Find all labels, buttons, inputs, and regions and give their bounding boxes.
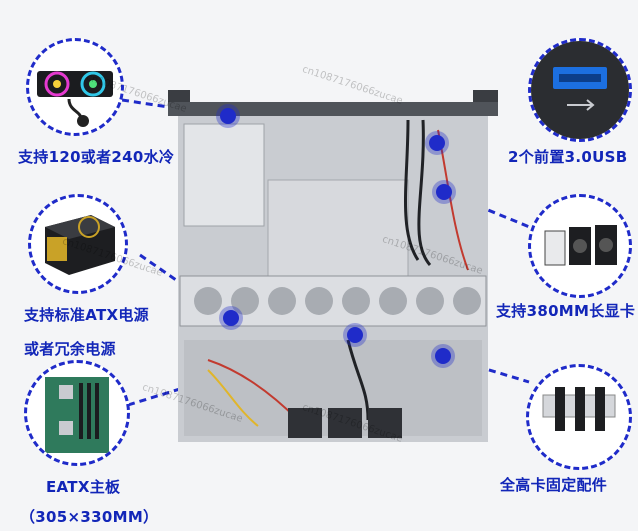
hotspot-usb[interactable]: [429, 135, 445, 151]
connector-psu: [139, 253, 232, 320]
hotspot-gpu[interactable]: [436, 184, 452, 200]
gpu-badge: [528, 194, 632, 298]
water-cooling-badge: [26, 38, 124, 136]
label-usb: 2个前置3.0USB: [508, 148, 628, 166]
label-psu-line2: 或者冗余电源: [24, 340, 116, 358]
usb-port-icon: [531, 41, 629, 139]
psu-badge: [28, 194, 128, 294]
hotspot-water-cooling[interactable]: [220, 108, 236, 124]
radiator-icon: [37, 71, 113, 127]
label-motherboard-line2: （305×330MM）: [20, 508, 159, 526]
power-supply-icon: [45, 215, 115, 275]
graphics-card-icon: [544, 225, 617, 266]
label-motherboard-line1: EATX主板: [46, 478, 121, 496]
label-water-cooling: 支持120或者240水冷: [18, 148, 175, 166]
card-bracket-icon: [542, 387, 616, 431]
label-psu-line1: 支持标准ATX电源: [24, 306, 149, 324]
motherboard-icon: [45, 377, 109, 453]
usb-badge: [528, 38, 632, 142]
hotspot-motherboard[interactable]: [347, 327, 363, 343]
bracket-badge: [526, 364, 632, 470]
hotspot-bracket[interactable]: [435, 348, 451, 364]
hotspot-psu[interactable]: [223, 310, 239, 326]
label-bracket: 全高卡固定配件: [500, 476, 608, 494]
label-gpu: 支持380MM长显卡: [496, 302, 636, 320]
motherboard-badge: [24, 360, 130, 466]
server-chassis-image: [168, 90, 498, 442]
